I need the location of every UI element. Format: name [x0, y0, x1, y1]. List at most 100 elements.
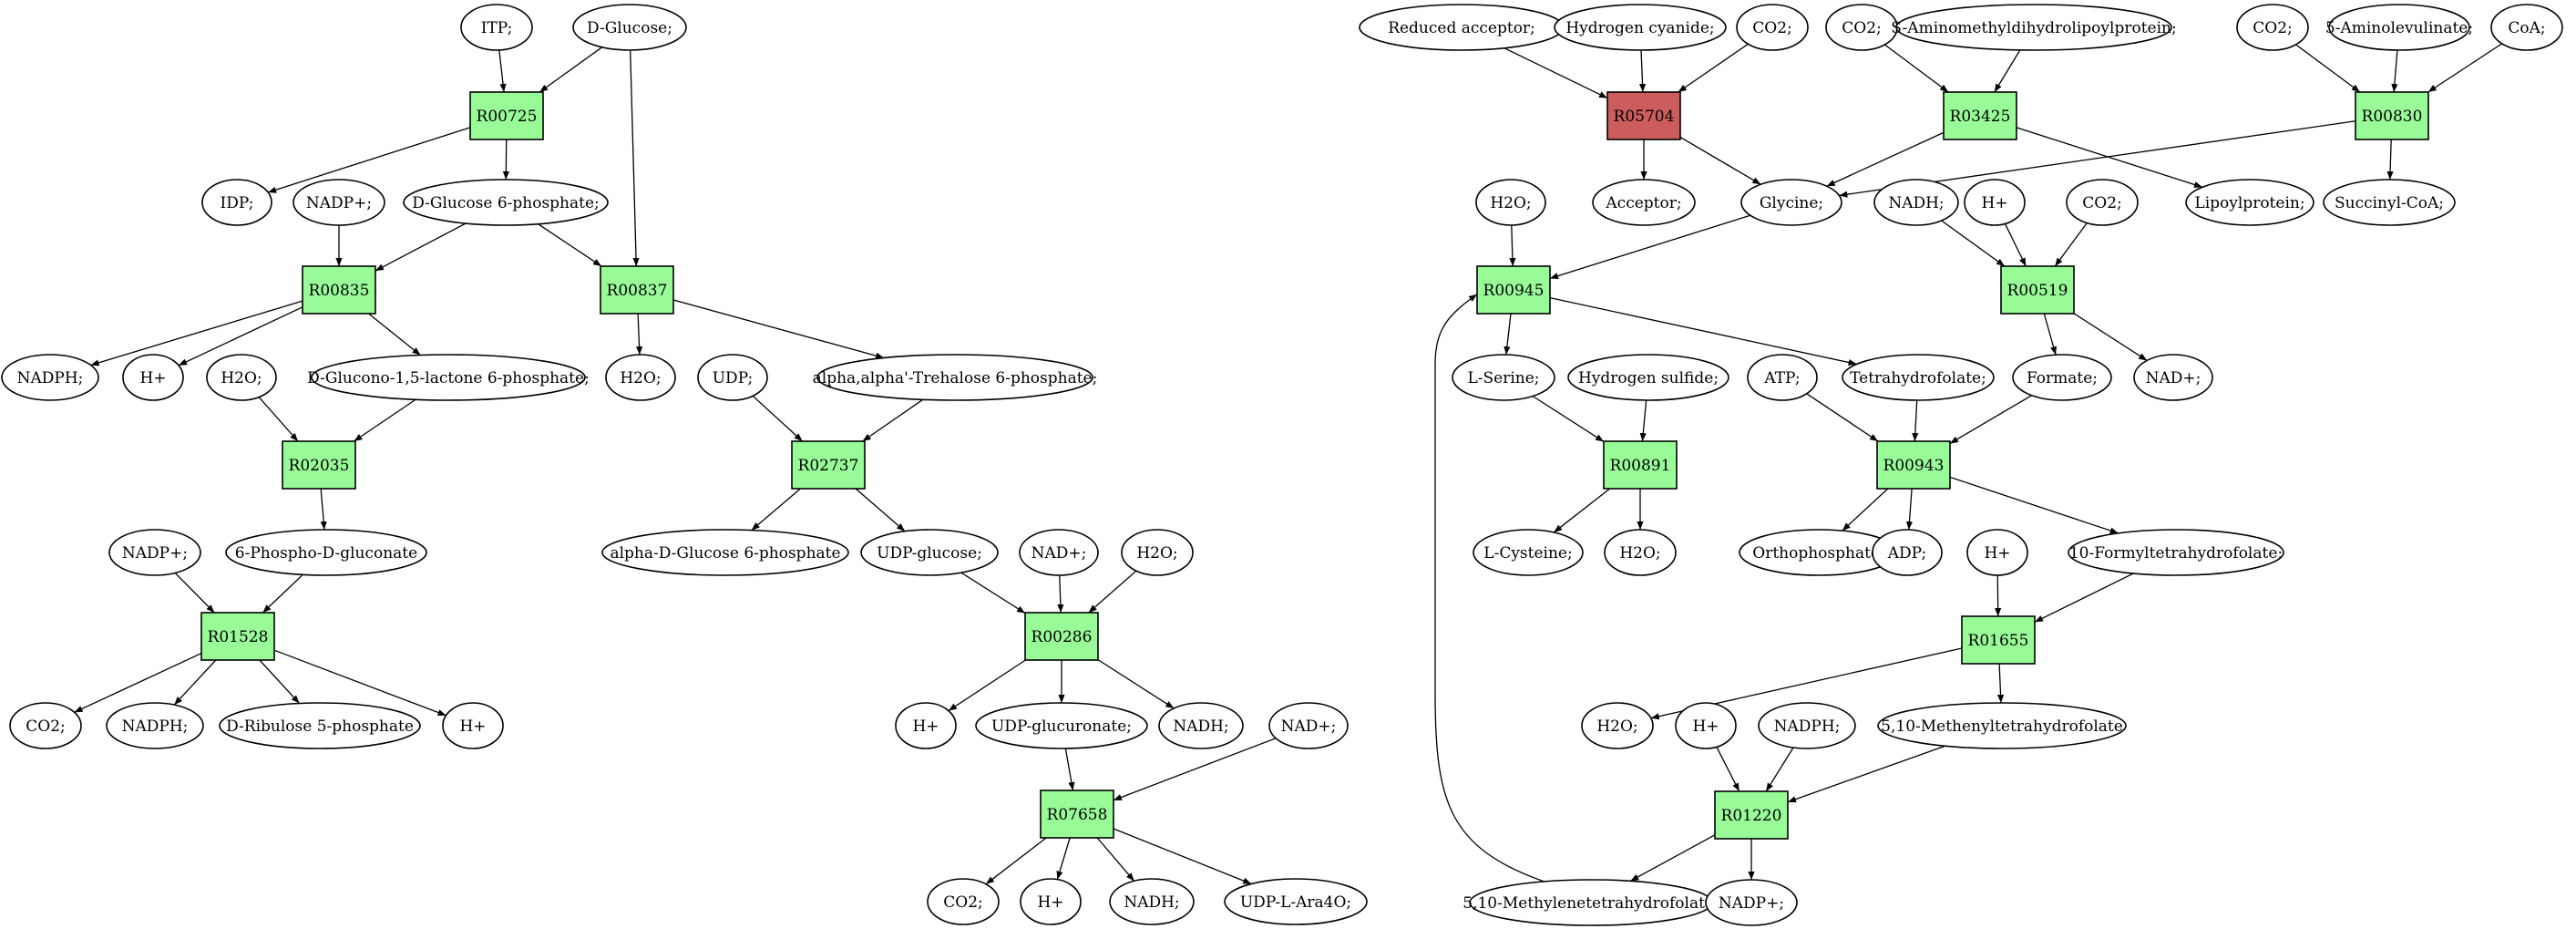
node-label: CO2; [26, 717, 66, 736]
reaction-node-r02737[interactable]: R02737 [791, 440, 866, 490]
compound-node-alpha-d-glucose-6-phosphate[interactable]: alpha-D-Glucose 6-phosphate [601, 529, 849, 576]
compound-ellipse [860, 529, 999, 576]
reaction-node-r07658[interactable]: R07658 [1040, 790, 1114, 839]
compound-node-nadp[interactable]: NADP+; [292, 179, 385, 226]
node-label: NADPH; [122, 717, 189, 736]
compound-node-h2o[interactable]: H2O; [1604, 529, 1677, 576]
reaction-node-r00943[interactable]: R00943 [1876, 440, 1951, 490]
compound-node-nadh[interactable]: NADH; [1158, 702, 1244, 749]
reaction-node-r03425[interactable]: R03425 [1943, 91, 2017, 140]
compound-node-h2o[interactable]: H2O; [1121, 529, 1194, 576]
node-label: NAD+; [2146, 369, 2201, 387]
compound-node-d-glucose-6-phosphate[interactable]: D-Glucose 6-phosphate; [403, 179, 609, 226]
reaction-node-r01528[interactable]: R01528 [200, 612, 275, 661]
compound-node-h[interactable]: H+ [895, 702, 957, 749]
compound-node-hydrogen-cyanide[interactable]: Hydrogen cyanide; [1554, 4, 1727, 51]
reaction-node-r01220[interactable]: R01220 [1714, 790, 1789, 840]
compound-node-idp[interactable]: IDP; [201, 179, 272, 226]
compound-node-co2[interactable]: CO2; [927, 878, 1000, 925]
compound-node-l-cysteine[interactable]: L-Cysteine; [1473, 529, 1584, 576]
node-label: H+ [139, 369, 166, 387]
compound-node-co2[interactable]: CO2; [2236, 4, 2309, 51]
compound-node-5-10-methenyltetrahydrofolate[interactable]: 5,10-Methenyltetrahydrofolate [1877, 702, 2127, 749]
edge-r00943-to-10-formyltetrahydrofolate [1949, 476, 2119, 534]
compound-node-udp-glucuronate[interactable]: UDP-glucuronate; [975, 702, 1148, 749]
reaction-node-r00837[interactable]: R00837 [600, 265, 674, 315]
compound-node-nad[interactable]: NAD+; [1268, 702, 1349, 749]
compound-node-co2[interactable]: CO2; [2066, 179, 2139, 226]
compound-node-d-glucose[interactable]: D-Glucose; [572, 4, 687, 51]
edge-r07658-to-nadh [1096, 837, 1135, 882]
node-label: R07658 [1047, 806, 1108, 824]
reaction-node-r00835[interactable]: R00835 [302, 265, 376, 315]
compound-node-h[interactable]: H+ [1966, 529, 2028, 576]
reaction-node-r00945[interactable]: R00945 [1476, 265, 1551, 315]
compound-node-coa[interactable]: CoA; [2490, 4, 2563, 51]
compound-node-nadph[interactable]: NADPH; [106, 702, 204, 749]
compound-node-alpha-alpha-trehalose-6-phosphate[interactable]: alpha,alpha'-Trehalose 6-phosphate; [813, 354, 1098, 401]
compound-node-udp-glucose[interactable]: UDP-glucose; [860, 529, 999, 576]
compound-node-acceptor[interactable]: Acceptor; [1592, 179, 1696, 226]
compound-node-nadph[interactable]: NADPH; [1, 354, 99, 401]
compound-node-h[interactable]: H+ [1675, 702, 1737, 749]
compound-node-co2[interactable]: CO2; [1736, 4, 1809, 51]
reaction-node-r00286[interactable]: R00286 [1024, 612, 1099, 661]
compound-node-h[interactable]: H+ [122, 354, 184, 401]
compound-node-d-ribulose-5-phosphate[interactable]: D-Ribulose 5-phosphate [219, 702, 421, 749]
compound-node-glycine[interactable]: Glycine; [1740, 179, 1842, 226]
reaction-node-r05704[interactable]: R05704 [1606, 91, 1681, 140]
node-label: alpha-D-Glucose 6-phosphate [610, 544, 840, 563]
compound-node-nad[interactable]: NAD+; [2133, 354, 2213, 401]
compound-node-lipoylprotein[interactable]: Lipoylprotein; [2185, 179, 2314, 226]
compound-node-nadp[interactable]: NADP+; [1705, 879, 1798, 926]
compound-node-udp[interactable]: UDP; [697, 354, 768, 401]
node-label: Hydrogen sulfide; [1578, 369, 1719, 387]
compound-ellipse [2185, 179, 2314, 226]
edge-10-formyltetrahydrofolate-to-r01655 [2034, 573, 2134, 623]
compound-node-tetrahydrofolate[interactable]: Tetrahydrofolate; [1842, 354, 1995, 401]
compound-node-nadh[interactable]: NADH; [1109, 878, 1195, 925]
compound-node-h[interactable]: H+ [1020, 878, 1082, 925]
compound-ellipse [1842, 354, 1995, 401]
compound-node-adp[interactable]: ADP; [1872, 529, 1943, 576]
reaction-node-r00891[interactable]: R00891 [1603, 440, 1678, 490]
reaction-node-r01655[interactable]: R01655 [1961, 615, 2036, 665]
compound-node-nadph[interactable]: NADPH; [1758, 702, 1856, 749]
reaction-node-r02035[interactable]: R02035 [282, 440, 356, 490]
compound-node-h2o[interactable]: H2O; [605, 354, 676, 401]
edge-d-glucose-to-r00725 [539, 46, 603, 93]
compound-node-5-aminolevulinate[interactable]: 5-Aminolevulinate; [2325, 4, 2473, 51]
compound-ellipse [2323, 179, 2456, 226]
compound-ellipse [2068, 529, 2284, 576]
compound-node-h2o[interactable]: H2O; [1581, 702, 1654, 749]
compound-node-h2o[interactable]: H2O; [206, 354, 277, 401]
reaction-node-r00725[interactable]: R00725 [469, 91, 544, 140]
compound-node-h2o[interactable]: H2O; [1475, 179, 1546, 226]
compound-node-orthophosphate[interactable]: Orthophosphate; [1739, 529, 1899, 576]
compound-node-reduced-acceptor[interactable]: Reduced acceptor; [1359, 4, 1565, 51]
compound-node-co2[interactable]: CO2; [9, 702, 82, 749]
compound-node-succinyl-coa[interactable]: Succinyl-CoA; [2323, 179, 2456, 226]
compound-node-co2[interactable]: CO2; [1825, 4, 1898, 51]
compound-node-nad[interactable]: NAD+; [1019, 529, 1099, 576]
compound-node-hydrogen-sulfide[interactable]: Hydrogen sulfide; [1567, 354, 1729, 401]
compound-node-6-phospho-d-gluconate[interactable]: 6-Phospho-D-gluconate [225, 529, 427, 576]
reaction-node-r00519[interactable]: R00519 [2000, 265, 2075, 315]
reaction-node-r00830[interactable]: R00830 [2355, 91, 2429, 140]
compound-node-l-serine[interactable]: L-Serine; [1452, 354, 1555, 401]
compound-node-h[interactable]: H+ [1964, 179, 2026, 226]
compound-node-nadp[interactable]: NADP+; [108, 529, 201, 576]
node-label: UDP-glucuronate; [991, 717, 1132, 736]
compound-node-formate[interactable]: Formate; [2012, 354, 2112, 401]
compound-node-itp[interactable]: ITP; [460, 4, 533, 51]
node-label: CO2; [943, 893, 983, 912]
compound-node-s-aminomethyldihydrolipoylprotein[interactable]: S-Aminomethyldihydrolipoylprotein; [1891, 4, 2177, 51]
compound-node-10-formyltetrahydrofolate[interactable]: 10-Formyltetrahydrofolate; [2068, 529, 2284, 576]
compound-node-udp-l-ara4o[interactable]: UDP-L-Ara4O; [1224, 878, 1368, 925]
compound-node-h[interactable]: H+ [442, 702, 504, 749]
compound-node-d-glucono-1-5-lactone-6-phosphate[interactable]: D-Glucono-1,5-lactone 6-phosphate; [307, 354, 590, 401]
compound-node-5-10-methylenetetrahydrofolate[interactable]: 5,10-Methylenetetrahydrofolate; [1462, 879, 1719, 926]
compound-node-nadh[interactable]: NADH; [1873, 179, 1959, 226]
compound-ellipse [219, 702, 421, 749]
compound-node-atp[interactable]: ATP; [1747, 354, 1818, 401]
